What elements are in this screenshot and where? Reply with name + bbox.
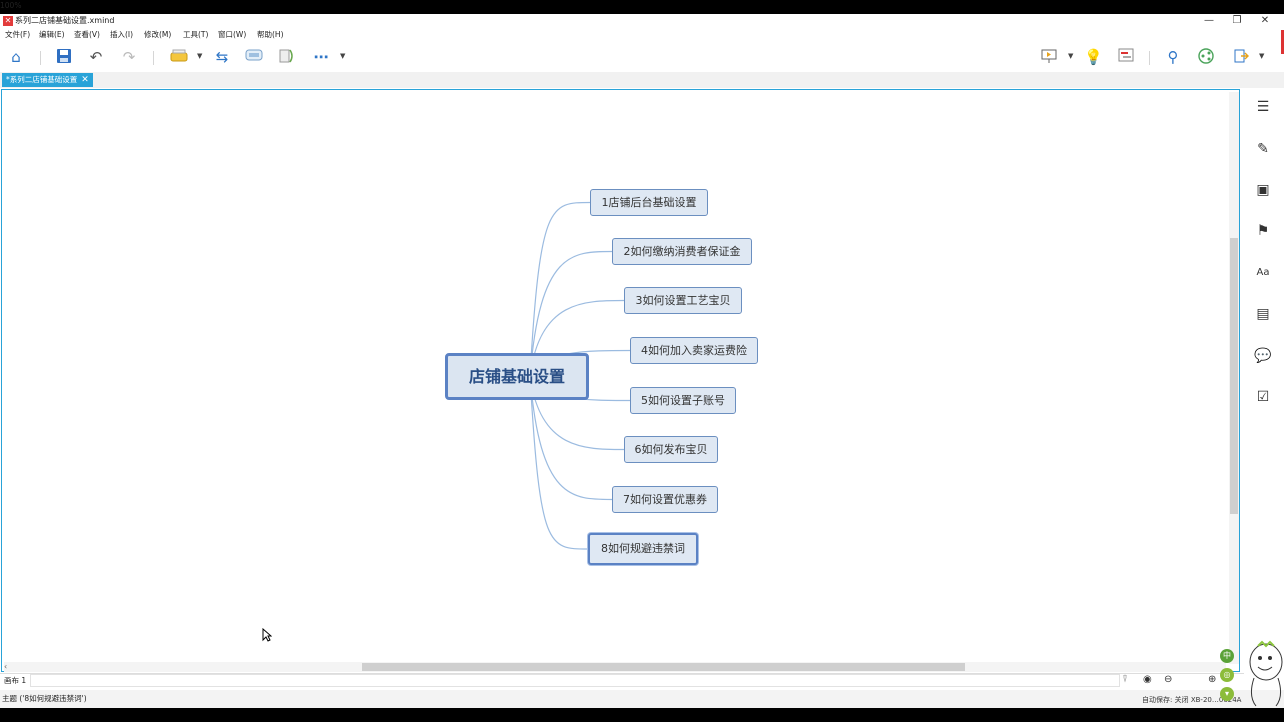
eye-icon[interactable]: ◉ — [1143, 674, 1152, 685]
chevron-down-icon[interactable]: ▼ — [197, 52, 203, 60]
subtopic[interactable]: 8如何规避违禁词 — [588, 533, 698, 565]
close-tab-icon[interactable]: ✕ — [81, 75, 89, 85]
outline-icon[interactable]: ☰ — [1256, 99, 1270, 115]
mascot-image — [1238, 640, 1284, 708]
gantt-icon — [1118, 48, 1134, 62]
subtopic[interactable]: 6如何发布宝贝 — [624, 436, 718, 463]
boundary-icon — [245, 49, 263, 61]
title-bar — [0, 14, 1284, 28]
autosave-status[interactable]: 自动保存: 关闭 — [1142, 696, 1189, 704]
chevron-down-icon[interactable]: ▼ — [340, 52, 346, 60]
comments-icon[interactable]: 💬 — [1254, 348, 1272, 364]
subtopic[interactable]: 2如何缴纳消费者保证金 — [612, 238, 752, 265]
scroll-left-icon[interactable]: ‹ — [4, 662, 8, 671]
minimize-button[interactable]: — — [1204, 15, 1214, 26]
status-bar — [0, 690, 1284, 708]
undo-icon[interactable]: ↶ — [89, 48, 103, 66]
sheet-bar — [0, 673, 1244, 690]
branch-line — [529, 375, 589, 550]
vertical-scroll-thumb[interactable] — [1230, 238, 1238, 514]
right-panel — [1244, 88, 1282, 672]
zoom-out-icon[interactable]: ⊖ — [1164, 674, 1173, 685]
gantt-button[interactable] — [1117, 48, 1135, 66]
branch-line — [529, 201, 591, 377]
sheet-area — [30, 674, 1120, 687]
ime-tool-badge[interactable]: ◎ — [1220, 668, 1234, 682]
toolbar — [0, 42, 1284, 72]
menu-view[interactable]: 查看(V) — [74, 30, 100, 39]
subtopic[interactable]: 7如何设置优惠券 — [612, 486, 718, 513]
marker-flag-icon[interactable]: ⚑ — [1256, 223, 1270, 239]
close-window-button[interactable]: ✕ — [1260, 15, 1270, 26]
branch-line — [529, 250, 613, 377]
notes-icon[interactable]: ▤ — [1256, 306, 1270, 322]
menu-help[interactable]: 帮助(H) — [257, 30, 284, 39]
ime-chinese-badge[interactable]: 中 — [1220, 649, 1234, 663]
mouse-cursor-icon — [262, 628, 272, 642]
export-button[interactable] — [1232, 48, 1250, 66]
mindmap-canvas[interactable] — [1, 89, 1240, 672]
subtopic[interactable]: 4如何加入卖家运费险 — [630, 337, 758, 364]
format-brush-icon[interactable]: ✎ — [1257, 141, 1269, 157]
tab-label: *系列二店铺基础设置 — [6, 75, 78, 84]
toolbar-separator — [153, 51, 154, 65]
image-icon[interactable]: ▣ — [1256, 182, 1270, 198]
subtopic[interactable]: 5如何设置子账号 — [630, 387, 736, 414]
tab-document[interactable]: *系列二店铺基础设置✕ — [2, 73, 93, 87]
window-edge — [1281, 30, 1284, 54]
save-icon — [57, 49, 71, 63]
share-icon — [1198, 48, 1214, 64]
summary-icon — [279, 49, 293, 63]
share-button[interactable] — [1197, 48, 1215, 66]
save-button[interactable] — [55, 48, 73, 66]
horizontal-scroll-thumb[interactable] — [362, 663, 965, 671]
presentation-button[interactable] — [1040, 48, 1058, 66]
version-label: XB-20…0624A — [1190, 696, 1242, 704]
more-icon[interactable]: ⋯ — [313, 48, 329, 66]
presentation-icon — [1041, 49, 1057, 63]
topic-icon — [170, 49, 188, 62]
text-style-icon[interactable]: Aa — [1256, 267, 1270, 278]
window-title: 系列二店铺基础设置.xmind — [15, 16, 115, 25]
maximize-button[interactable]: ❐ — [1232, 15, 1242, 26]
subtopic[interactable]: 1店铺后台基础设置 — [590, 189, 708, 216]
lightbulb-icon[interactable]: 💡 — [1084, 48, 1103, 66]
menu-file[interactable]: 文件(F) — [5, 30, 31, 39]
export-icon — [1234, 49, 1249, 63]
status-right: 自动保存: 关闭 XB-20…0624A — [1142, 694, 1241, 706]
xmind-logo-icon: ✕ — [3, 16, 13, 26]
subtopic[interactable]: 3如何设置工艺宝贝 — [624, 287, 742, 314]
menu-modify[interactable]: 修改(M) — [144, 30, 172, 39]
ime-menu-badge[interactable]: ▾ — [1220, 687, 1234, 701]
menu-tools[interactable]: 工具(T) — [183, 30, 209, 39]
summary-button[interactable] — [278, 48, 296, 66]
toolbar-separator — [1149, 51, 1150, 65]
filter-icon[interactable]: ⍒ — [1122, 674, 1128, 685]
redo-icon[interactable]: ↷ — [122, 48, 136, 66]
mascot-icon — [1249, 640, 1283, 707]
chevron-down-icon[interactable]: ▼ — [1259, 52, 1265, 60]
central-topic[interactable]: 店铺基础设置 — [445, 353, 589, 400]
menu-edit[interactable]: 编辑(E) — [39, 30, 65, 39]
zoom-level: 100% — [0, 1, 22, 10]
chevron-down-icon[interactable]: ▼ — [1068, 52, 1074, 60]
insert-topic-button[interactable] — [170, 48, 188, 66]
menu-window[interactable]: 窗口(W) — [218, 30, 247, 39]
boundary-button[interactable] — [245, 48, 263, 66]
branch-line — [529, 375, 613, 501]
toolbar-separator — [40, 51, 41, 65]
search-icon[interactable]: ⚲ — [1167, 48, 1179, 66]
menu-insert[interactable]: 插入(I) — [110, 30, 134, 39]
status-selected-topic: 主题 ('8如何规避违禁词') — [2, 694, 87, 703]
tab-bar — [0, 72, 1284, 88]
zoom-in-icon[interactable]: ⊕ — [1208, 674, 1217, 685]
sheet-tab[interactable]: 画布 1 — [4, 676, 27, 685]
home-icon[interactable]: ⌂ — [11, 48, 21, 66]
relationship-icon[interactable]: ⇆ — [215, 48, 229, 66]
task-icon[interactable]: ☑ — [1256, 389, 1270, 405]
